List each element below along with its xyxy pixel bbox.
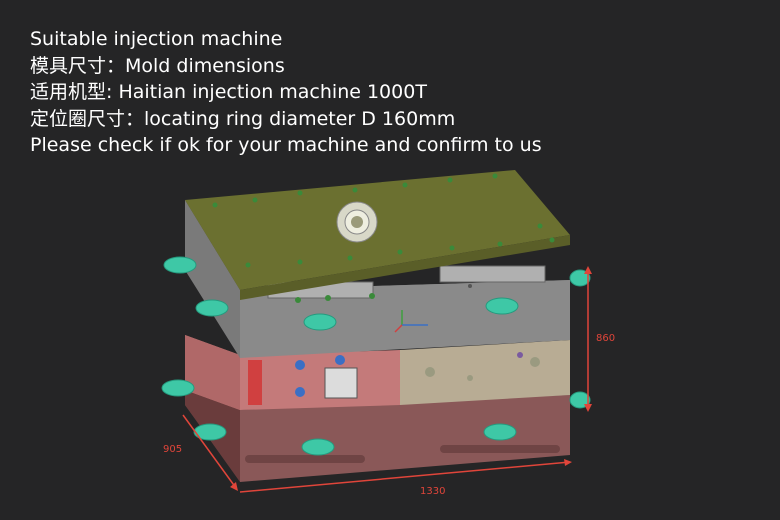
spec-line-confirm: Please check if ok for your machine and … (30, 134, 542, 156)
eyebolt-icon (301, 438, 335, 456)
width-dimension-line (239, 461, 571, 493)
dimension-lines (182, 266, 592, 493)
cavity-plate (185, 200, 570, 358)
spec-line-locating-ring: 定位圈尺寸：locating ring diameter D 160mm (30, 107, 456, 130)
bottom-clamp-plate (185, 335, 570, 482)
eyebolt-icon (163, 256, 197, 274)
depth-dimension-label: 905 (163, 444, 182, 455)
top-clamp-plate (185, 170, 570, 300)
width-dimension-label: 1330 (420, 486, 445, 497)
eyebolt-icon (483, 423, 517, 441)
eyebolt-icon (485, 297, 519, 315)
eyebolt-icon (195, 299, 229, 317)
axis-triad (394, 310, 428, 333)
eyebolt-icon (161, 379, 195, 397)
spec-line-mold-dimensions: 模具尺寸：Mold dimensions (30, 54, 285, 77)
spec-line-machine: Suitable injection machine (30, 28, 283, 50)
eyebolt-icon (193, 423, 227, 441)
mold-spec-text: Suitable injection machine 模具尺寸：Mold dim… (30, 26, 542, 159)
depth-dimension-line (182, 414, 237, 489)
eyebolt-icon (303, 313, 337, 331)
spec-line-machine-model: 适用机型: Haitian injection machine 1000T (30, 81, 427, 103)
core-plate (185, 335, 570, 410)
height-dimension-label: 860 (596, 333, 615, 344)
